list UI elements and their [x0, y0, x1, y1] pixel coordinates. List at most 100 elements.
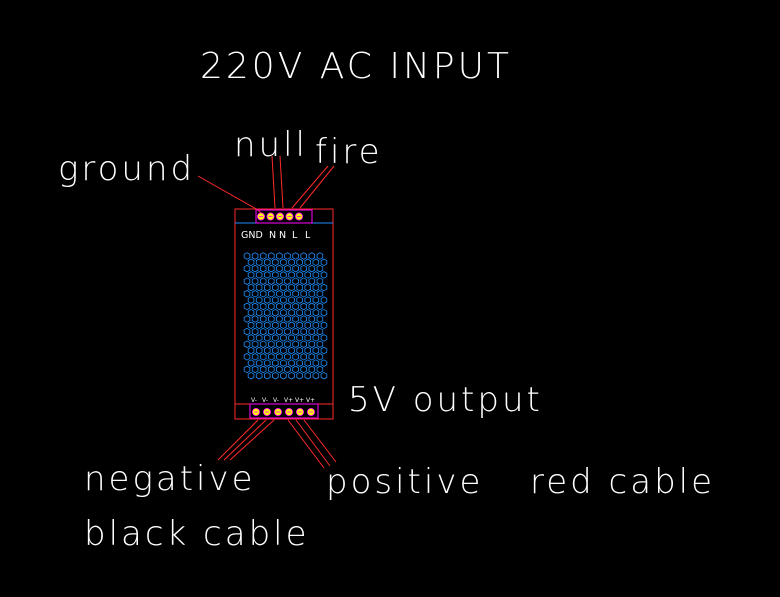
vent-hole [292, 290, 299, 298]
top-terminal-label: N [279, 230, 286, 241]
vent-hole [251, 365, 259, 374]
vent-hole [247, 346, 255, 355]
vent-hole [316, 340, 324, 348]
vent-hole [320, 271, 328, 279]
null-leader-1 [271, 155, 276, 209]
vent-hole [312, 308, 320, 317]
vent-hole [304, 321, 312, 330]
bottom-terminal-label: V- [273, 397, 279, 404]
vent-hole [255, 308, 263, 317]
vent-hole [255, 371, 263, 380]
vent-hole [255, 359, 263, 367]
vent-hole [272, 308, 279, 317]
vent-hole [308, 290, 316, 298]
vent-hole [304, 359, 312, 367]
psu-outline [234, 208, 334, 420]
vent-hole [272, 359, 279, 367]
positive-leader-2 [295, 419, 331, 467]
vent-hole [312, 258, 320, 267]
vent-hole [243, 365, 251, 374]
vent-hole [276, 277, 283, 285]
ground-label: ground [58, 149, 195, 189]
vent-hole [259, 353, 267, 361]
vent-hole [312, 334, 320, 342]
top-terminal-label: L [292, 230, 298, 241]
vent-hole [280, 271, 287, 279]
vent-hole [263, 359, 271, 367]
vent-hole [304, 308, 312, 317]
vent-hole [284, 327, 291, 336]
vent-hole [276, 340, 283, 348]
bottom-terminal-label: V- [251, 397, 257, 404]
vent-hole [272, 321, 279, 330]
vent-hole [268, 264, 275, 273]
vent-hole [276, 353, 283, 361]
vent-hole [247, 271, 255, 279]
vent-hole [255, 271, 263, 279]
vent-hole [300, 315, 307, 323]
vent-hole [280, 296, 287, 304]
vent-hole [284, 340, 291, 348]
vent-hole [263, 371, 271, 380]
vent-hole [296, 308, 303, 317]
vent-hole [292, 340, 299, 348]
vent-hole [312, 296, 320, 304]
vent-hole [276, 302, 283, 311]
vent-hole [316, 264, 324, 273]
vent-hole [292, 302, 299, 311]
ground-leader [197, 175, 263, 215]
vent-hole [300, 327, 307, 336]
vent-hole [292, 277, 299, 285]
vent-hole [308, 365, 316, 374]
vent-hole [320, 346, 328, 355]
vent-hole [300, 353, 307, 361]
vent-hole [268, 327, 275, 336]
vent-hole [280, 359, 287, 367]
vent-hole [276, 264, 283, 273]
vent-hole [247, 359, 255, 367]
vent-hole [280, 258, 287, 267]
vent-hole [268, 365, 275, 374]
vent-hole [288, 296, 295, 304]
vent-hole [263, 346, 271, 355]
vent-hole [243, 353, 251, 361]
vent-hole [268, 315, 275, 323]
vent-hole [272, 258, 279, 267]
vent-hole [316, 365, 324, 374]
vent-hole [268, 302, 275, 311]
vent-hole [259, 264, 267, 273]
vent-hole [320, 308, 328, 317]
bottom-terminal-block [249, 403, 319, 419]
vent-hole [268, 340, 275, 348]
vent-hole [292, 264, 299, 273]
vent-hole [300, 302, 307, 311]
vent-hole [320, 334, 328, 342]
vent-hole [247, 308, 255, 317]
vent-hole [284, 302, 291, 311]
top-terminal-label: L [305, 230, 311, 241]
vent-hole [251, 290, 259, 298]
vent-hole [320, 258, 328, 267]
vent-hole [308, 302, 316, 311]
vent-hole [276, 365, 283, 374]
vent-hole [243, 252, 251, 260]
vent-hole [268, 353, 275, 361]
vent-hole [259, 252, 267, 260]
negative-leader-3 [229, 419, 275, 461]
vent-hole [292, 315, 299, 323]
vent-hole [300, 264, 307, 273]
vent-hole [243, 290, 251, 298]
negative-label: negative [84, 459, 256, 499]
vent-hole [292, 327, 299, 336]
vent-hole [272, 296, 279, 304]
top-terminal-label: GND [241, 230, 263, 241]
vent-hole [304, 296, 312, 304]
vent-hole [247, 258, 255, 267]
vent-hole [276, 315, 283, 323]
vent-hole [300, 277, 307, 285]
vent-hole [308, 327, 316, 336]
vent-hole [296, 271, 303, 279]
vent-hole [312, 271, 320, 279]
